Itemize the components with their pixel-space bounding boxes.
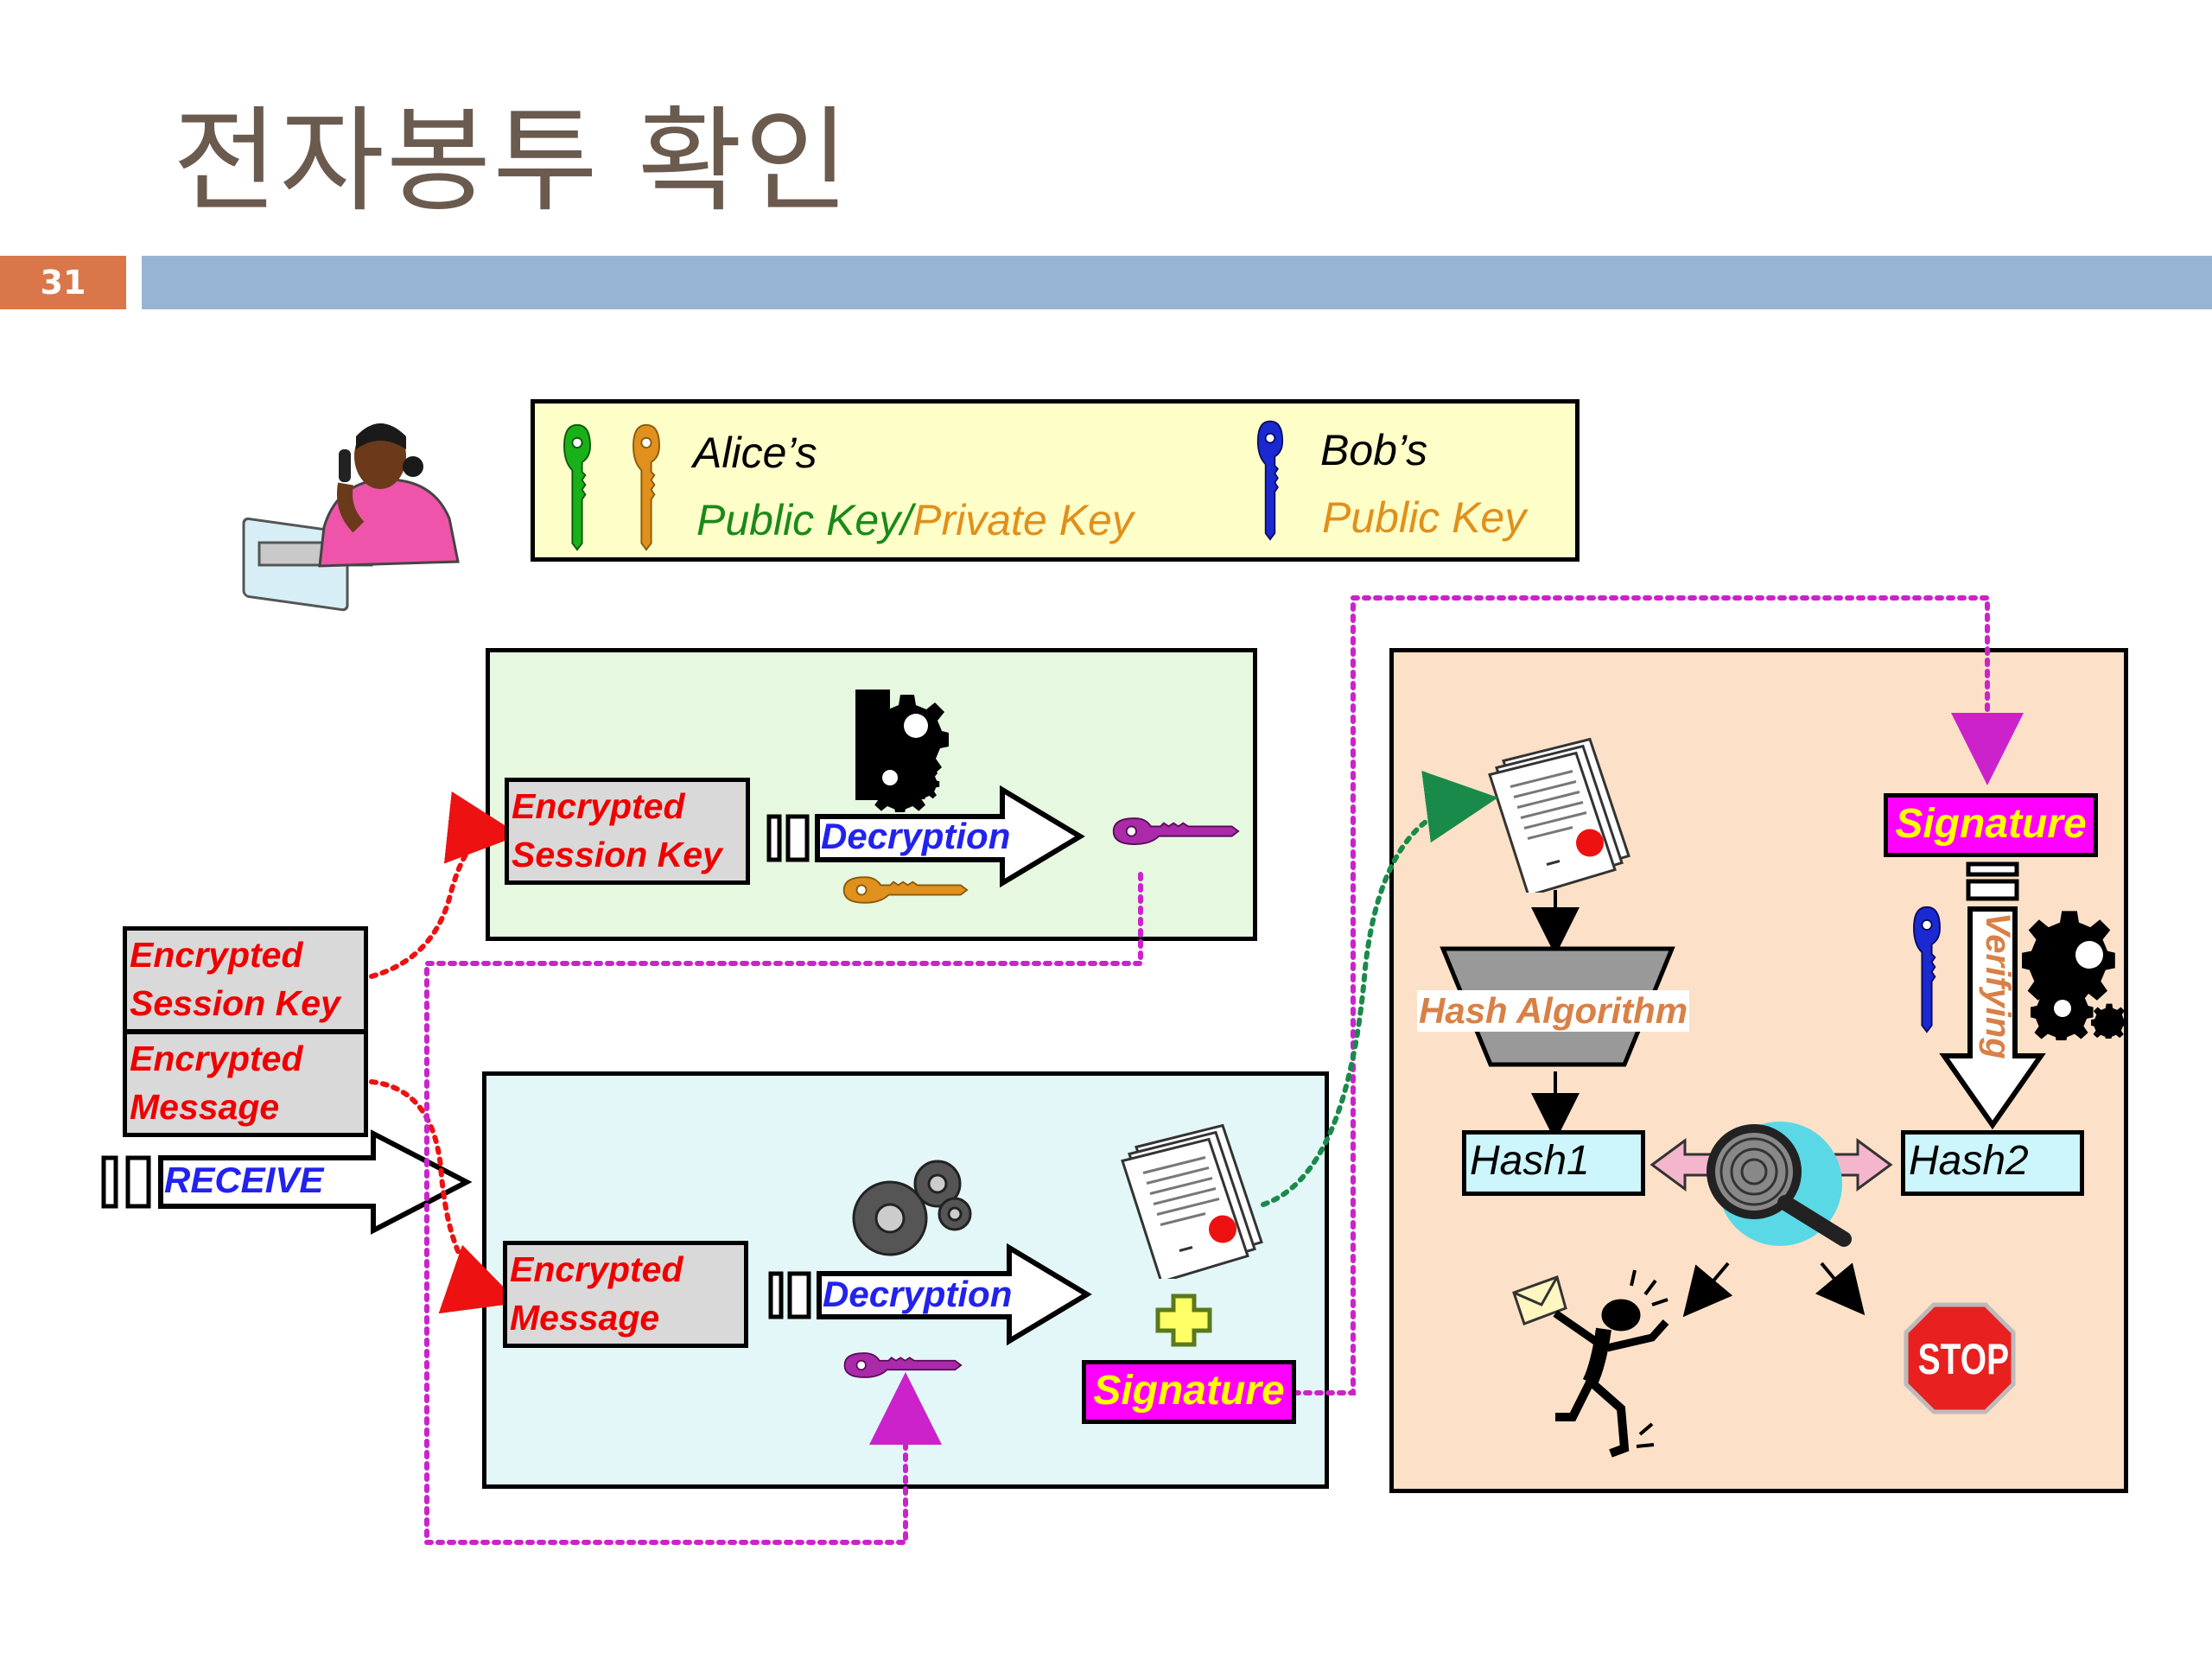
session-box-line1: Encrypted bbox=[512, 786, 685, 826]
envelope-session-key-line1: Encrypted bbox=[130, 935, 303, 975]
legend-alice-private-key: Private Key bbox=[912, 496, 1134, 544]
header-bar bbox=[142, 256, 2212, 309]
session-decryption-label: Decryption bbox=[821, 816, 1011, 856]
verify-signature-box: Signature bbox=[1884, 793, 2098, 857]
envelope-message-box: Encrypted Message bbox=[123, 1030, 368, 1137]
message-connector bbox=[369, 1079, 519, 1314]
message-box-line1: Encrypted bbox=[510, 1249, 683, 1289]
legend-alice-public-key: Public Key bbox=[696, 496, 901, 544]
page-number: 31 bbox=[0, 256, 126, 309]
envelope-session-key-box: Encrypted Session Key bbox=[123, 926, 368, 1033]
session-key-connector bbox=[369, 791, 520, 979]
session-encrypted-key-box: Encrypted Session Key bbox=[505, 778, 750, 885]
slide-title: 전자봉투 확인 bbox=[173, 95, 851, 228]
message-decryption-label: Decryption bbox=[823, 1274, 1013, 1314]
hash2-box: Hash2 bbox=[1901, 1130, 2084, 1196]
message-signature-box: Signature bbox=[1082, 1360, 1296, 1424]
message-box-line2: Message bbox=[510, 1298, 660, 1338]
legend-separator: / bbox=[900, 496, 913, 544]
legend-bob-label: Bob’s bbox=[1320, 426, 1428, 474]
signature-verification-panel bbox=[1389, 648, 2128, 1493]
legend-alice-keys: Public Key/Private Key bbox=[696, 495, 1134, 545]
session-box-line2: Session Key bbox=[512, 835, 722, 874]
receive-label: RECEIVE bbox=[164, 1160, 324, 1200]
stop-sign-text: STOP bbox=[1917, 1335, 2010, 1383]
verifying-label: Verifying bbox=[1979, 912, 2017, 1059]
key-legend bbox=[531, 399, 1580, 562]
envelope-message-line1: Encrypted bbox=[130, 1039, 303, 1078]
legend-bob-public-key: Public Key bbox=[1322, 493, 1527, 542]
hash-algorithm-label: Hash Algorithm bbox=[1417, 990, 1690, 1032]
envelope-message-line2: Message bbox=[130, 1087, 280, 1127]
legend-alice-label: Alice’s bbox=[693, 429, 817, 477]
envelope-session-key-line2: Session Key bbox=[130, 983, 340, 1023]
hash1-box: Hash1 bbox=[1462, 1130, 1645, 1196]
message-encrypted-box: Encrypted Message bbox=[503, 1241, 748, 1348]
